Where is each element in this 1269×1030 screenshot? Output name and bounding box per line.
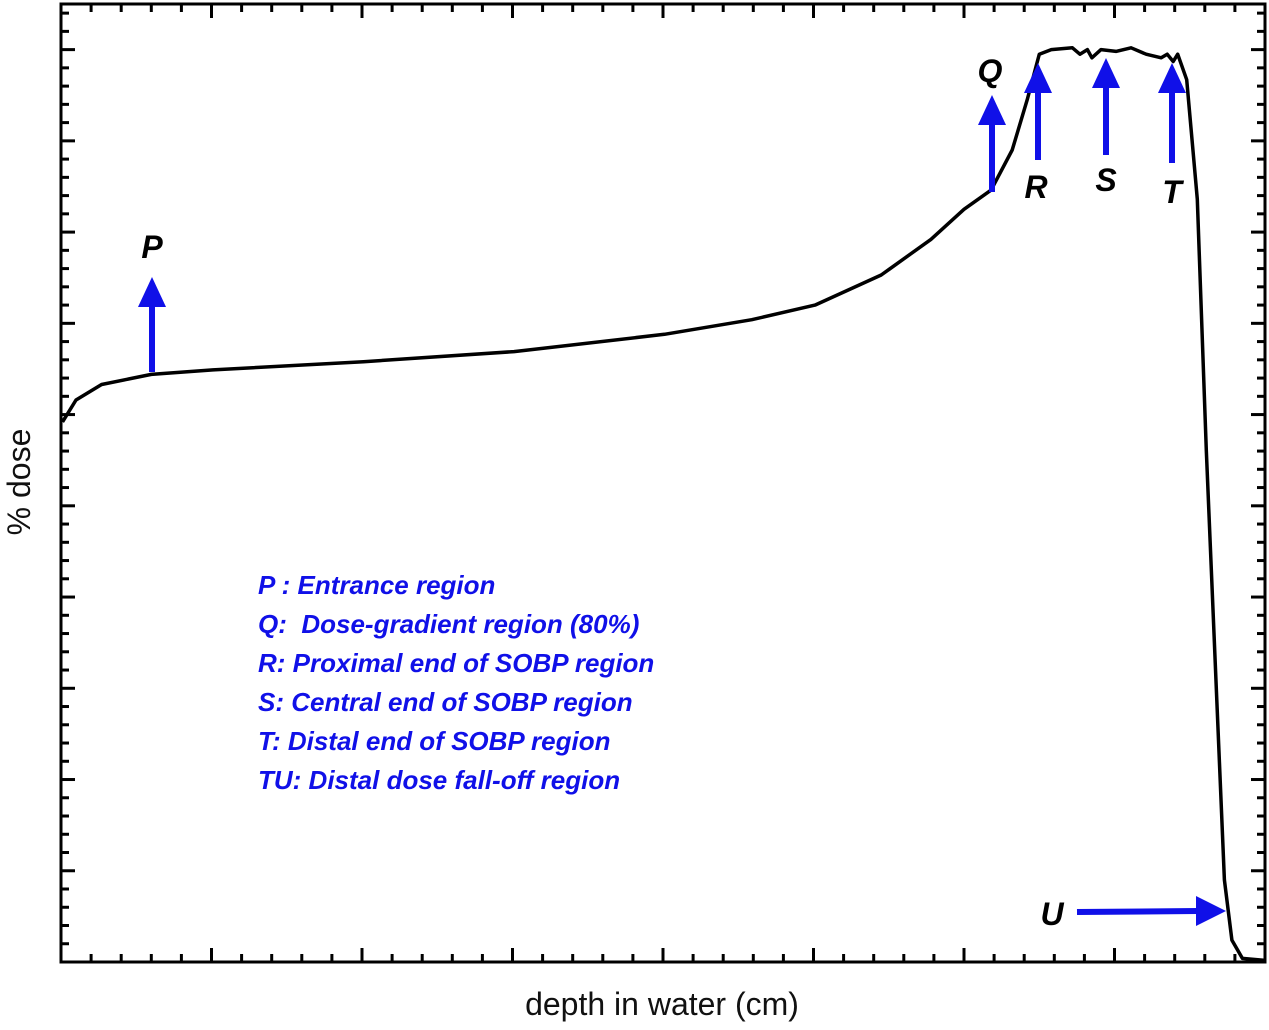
arrow-head-s: [1092, 58, 1120, 88]
marker-label-p: P: [141, 229, 163, 265]
arrow-head-u: [1196, 896, 1226, 926]
region-legend: P : Entrance region Q: Dose-gradient regi…: [258, 570, 654, 795]
legend-line: P : Entrance region: [258, 570, 495, 600]
legend-line: Q: Dose-gradient region (80%): [258, 609, 639, 639]
legend-line: R: Proximal end of SOBP region: [258, 648, 654, 678]
marker-label-t: T: [1162, 174, 1184, 210]
legend-line: TU: Distal dose fall-off region: [258, 765, 620, 795]
legend-line: S: Central end of SOBP region: [258, 687, 633, 717]
x-axis-label: depth in water (cm): [525, 986, 799, 1022]
axis-ticks: [61, 4, 1265, 962]
marker-label-s: S: [1095, 162, 1117, 198]
marker-label-r: R: [1024, 169, 1047, 205]
arrow-u: [1076, 908, 1199, 915]
arrow-head-p: [138, 277, 166, 307]
arrow-head-q: [978, 95, 1006, 125]
arrow-head-t: [1158, 63, 1186, 93]
marker-label-q: Q: [978, 53, 1003, 89]
dose-curve: [61, 46, 1264, 962]
y-axis-label: % dose: [1, 429, 37, 536]
plot-frame: [59, 2, 1267, 964]
legend-line: T: Distal end of SOBP region: [258, 726, 610, 756]
arrow-head-r: [1024, 63, 1052, 93]
marker-label-u: U: [1040, 896, 1064, 932]
region-arrows: P Q R S T U: [138, 53, 1226, 932]
